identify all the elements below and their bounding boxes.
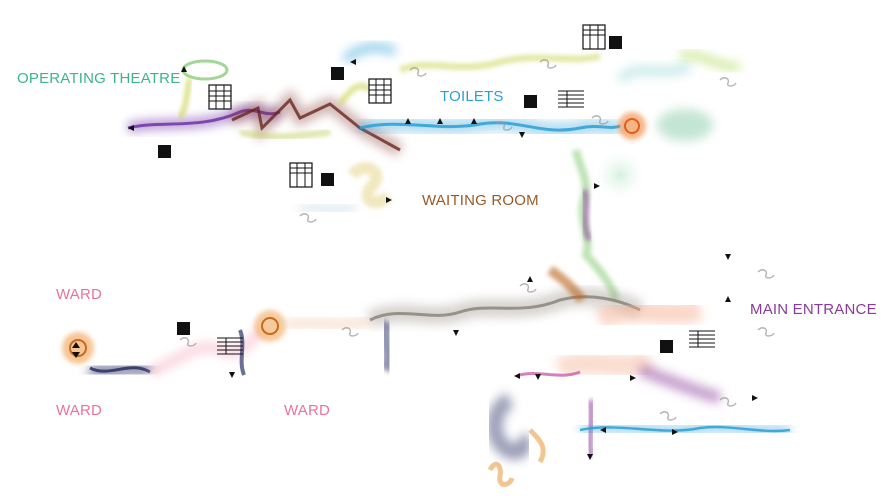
marker-square-icon bbox=[609, 36, 622, 49]
label-waiting-room: WAITING ROOM bbox=[422, 192, 539, 209]
label-ward-bottom-mid: WARD bbox=[284, 402, 331, 419]
elevator-icon bbox=[558, 90, 584, 108]
label-toilets: TOILETS bbox=[440, 88, 504, 105]
trail-grey-corridor bbox=[365, 287, 645, 373]
marker-square-icon bbox=[524, 95, 537, 108]
marker-square-icon bbox=[660, 340, 673, 353]
navy-swirl-bottom bbox=[486, 392, 532, 460]
marker-square-icon bbox=[321, 173, 334, 186]
trail-teal-right bbox=[616, 61, 713, 141]
trail-navy-ward bbox=[85, 358, 155, 381]
label-main-entrance: MAIN ENTRANCE bbox=[750, 301, 877, 318]
trail-yellow-top bbox=[337, 50, 741, 106]
stairs-up-icon bbox=[582, 24, 606, 50]
marker-square-icon bbox=[158, 145, 171, 158]
trail-peach-corridor bbox=[284, 314, 372, 332]
label-operating-theatre: OPERATING THEATRE bbox=[17, 70, 181, 87]
elevator-icon bbox=[689, 330, 715, 348]
elevator-icon bbox=[217, 337, 243, 355]
trail-orange-flames bbox=[487, 428, 546, 487]
trail-purple-entrance bbox=[585, 364, 722, 458]
waiting-room-swirl bbox=[298, 162, 393, 214]
trail-peach-entrance bbox=[519, 299, 703, 380]
trail-pink-ward bbox=[148, 326, 266, 377]
trail-blue-bottom bbox=[579, 422, 791, 436]
person-swirl-markers bbox=[179, 59, 775, 421]
stairs-up-icon bbox=[289, 162, 313, 188]
trail-brown-bottom bbox=[547, 265, 587, 303]
marker-square-icon bbox=[331, 67, 344, 80]
label-ward-top: WARD bbox=[56, 286, 103, 303]
trail-brown-zigzag bbox=[229, 88, 404, 157]
orange-swirl-top bbox=[618, 112, 646, 140]
label-ward-bottom-left: WARD bbox=[56, 402, 103, 419]
trail-blue-toilets bbox=[341, 42, 623, 139]
trail-vertical-connector bbox=[572, 147, 648, 302]
direction-arrow-icon bbox=[72, 59, 758, 460]
stairs-down-icon bbox=[368, 78, 392, 104]
stairs-down-icon bbox=[208, 84, 232, 110]
ward-mid-swirl bbox=[254, 310, 286, 342]
marker-square-icon bbox=[177, 322, 190, 335]
